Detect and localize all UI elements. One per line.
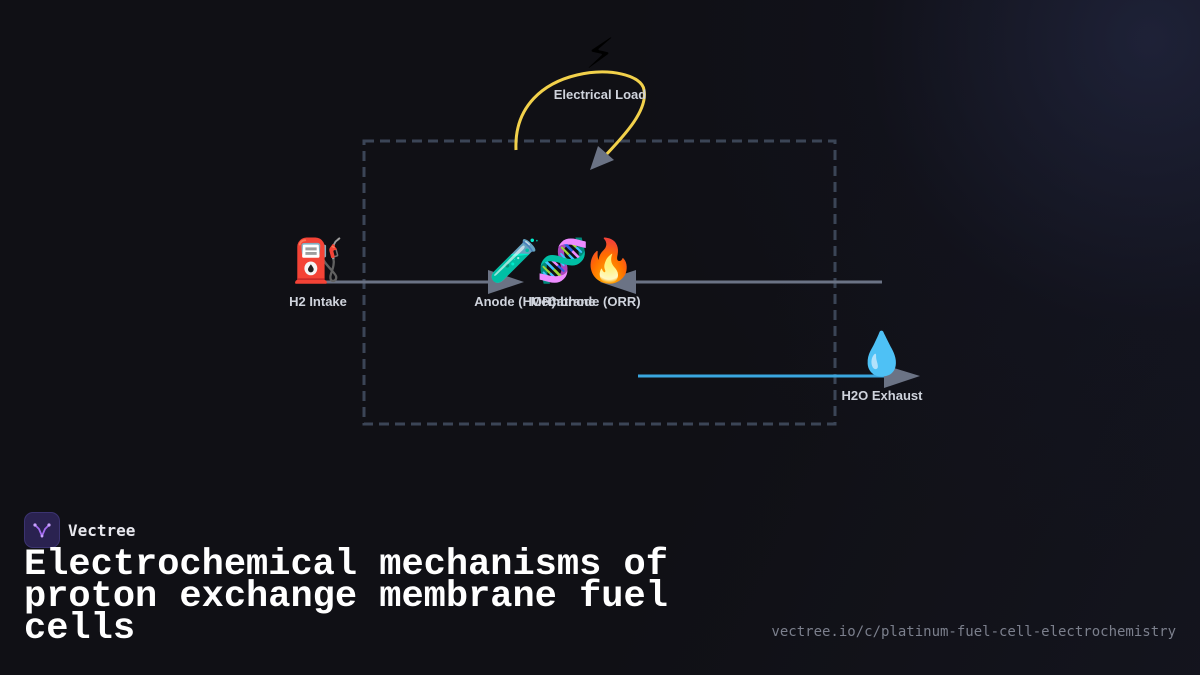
lightning-icon: ⚡ bbox=[585, 30, 615, 77]
node-cathode: 🔥 Cathode (ORR) bbox=[547, 236, 640, 309]
node-membrane: 🧬 Membrane bbox=[530, 235, 595, 309]
edge-load-arrowhead bbox=[590, 146, 614, 170]
node-label-load: Electrical Load bbox=[554, 87, 647, 102]
edge-anode-to-load bbox=[514, 70, 646, 160]
node-label-cathode: Cathode (ORR) bbox=[547, 294, 640, 309]
node-h2-intake: ⛽ H2 Intake bbox=[289, 236, 347, 309]
fire-icon: 🔥 bbox=[583, 236, 635, 285]
page-title: Electrochemical mechanisms of proton exc… bbox=[24, 544, 668, 650]
node-label-h2: H2 Intake bbox=[289, 294, 347, 309]
test-tube-icon: 🧪 bbox=[489, 237, 541, 285]
edge-h2o-arrowhead bbox=[884, 365, 920, 388]
vectree-logo-icon bbox=[24, 512, 60, 548]
dna-icon: 🧬 bbox=[537, 235, 589, 286]
node-load: ⚡ Electrical Load bbox=[554, 30, 647, 102]
node-h2o-exhaust: 💧 H2O Exhaust bbox=[842, 329, 924, 403]
node-label-anode: Anode (HOR) bbox=[474, 294, 556, 309]
node-label-h2o: H2O Exhaust bbox=[842, 388, 924, 403]
edge-cathode-arrowhead bbox=[600, 270, 636, 294]
brand-name: Vectree bbox=[68, 520, 136, 540]
droplet-icon: 💧 bbox=[856, 329, 908, 378]
node-label-membrane: Membrane bbox=[530, 294, 595, 309]
brand[interactable]: Vectree bbox=[24, 512, 135, 548]
node-anode: 🧪 Anode (HOR) bbox=[474, 237, 556, 309]
edge-h2-arrowhead bbox=[488, 270, 524, 294]
page-url[interactable]: vectree.io/c/platinum-fuel-cell-electroc… bbox=[771, 624, 1176, 640]
fuel-pump-icon: ⛽ bbox=[292, 236, 344, 285]
